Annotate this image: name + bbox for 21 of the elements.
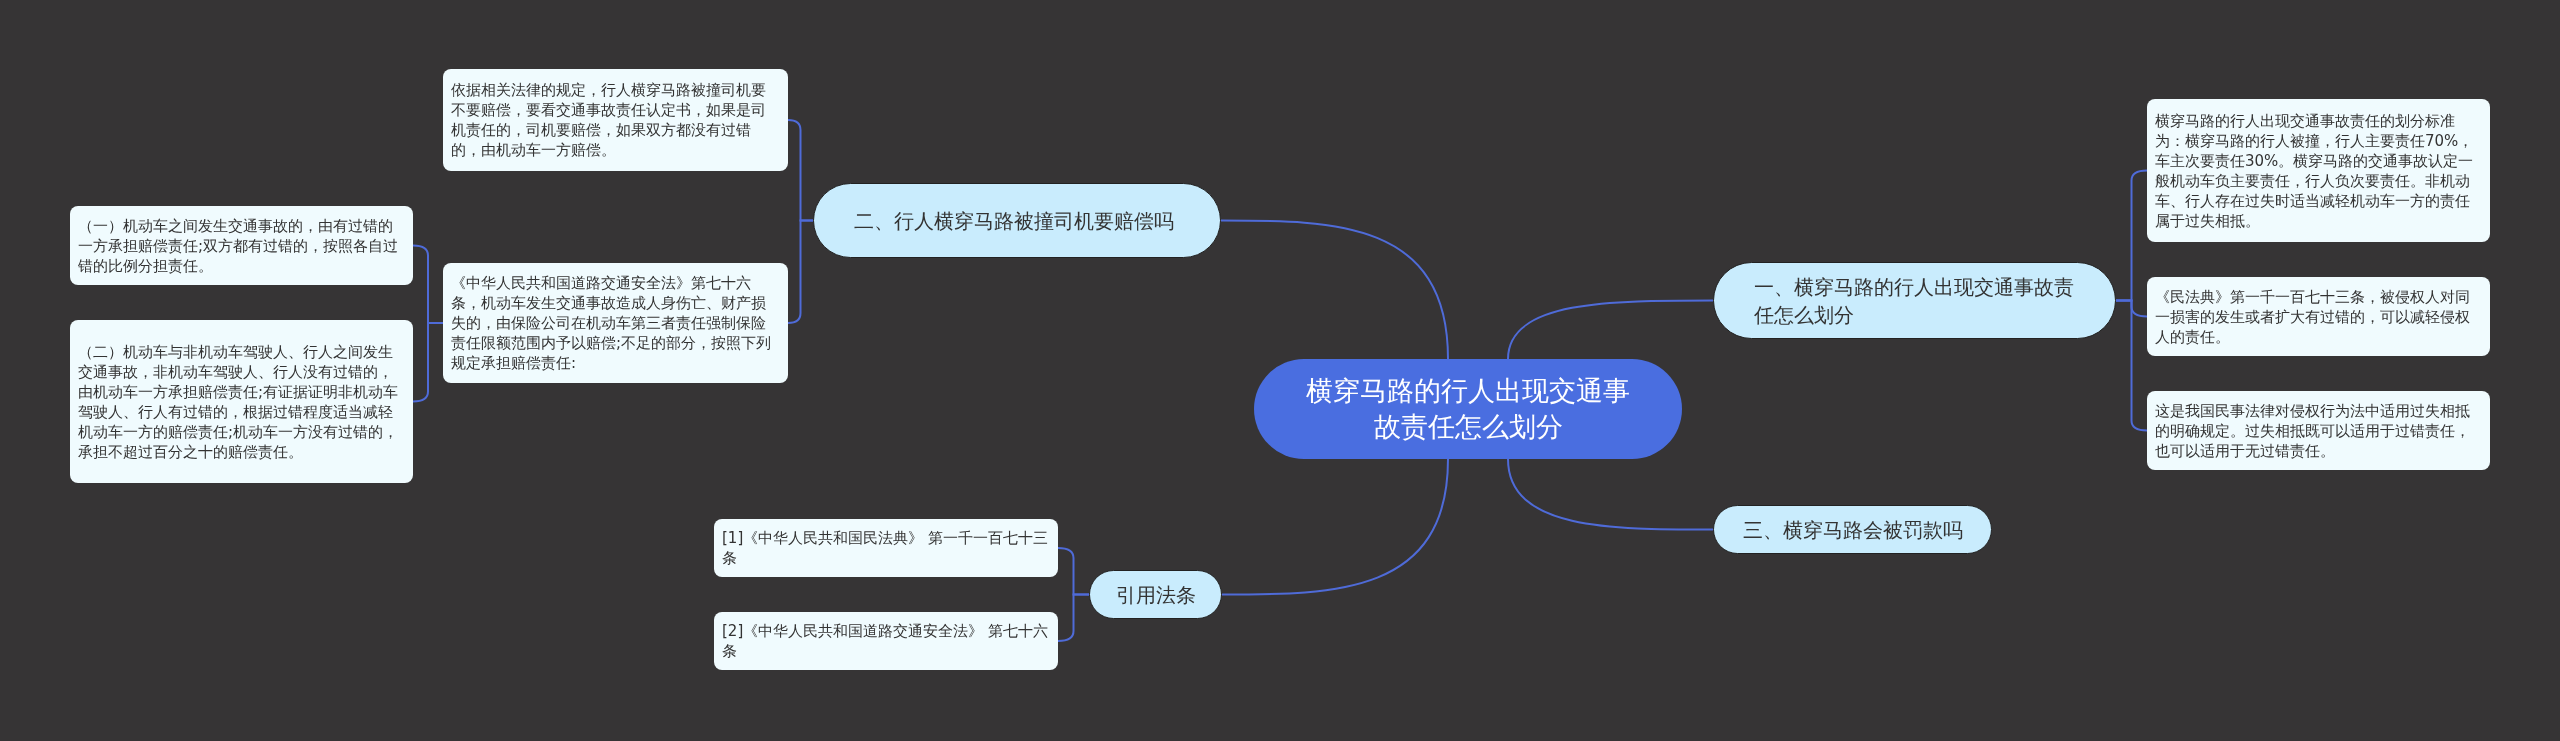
- note-box: 依据相关法律的规定，行人横穿马路被撞司机要不要赔偿，要看交通事故责任认定书，如果是司机责任的，司机要赔偿，如果双方都没有过错的，由机动车一方赔偿。: [443, 69, 788, 171]
- topic-box: 引用法条: [1089, 570, 1222, 619]
- topic-box: 三、横穿马路会被罚款吗: [1713, 505, 1992, 554]
- connector: [1057, 593, 1090, 642]
- connector: [412, 322, 444, 403]
- connector: [787, 219, 814, 324]
- note-box: （一）机动车之间发生交通事故的，由有过错的一方承担赔偿责任;双方都有过错的，按照各自过错的比例分担责任。: [70, 206, 413, 285]
- connector: [1507, 458, 1714, 531]
- note-box: 《中华人民共和国道路交通安全法》第七十六条，机动车发生交通事故造成人身伤亡、财产损失的，由保险公司在机动车第三者责任强制保险责任限额范围内予以赔偿;不足的部分，按照下列规定承担赔偿责任:: [443, 263, 788, 383]
- topic-box: 二、行人横穿马路被撞司机要赔偿吗: [813, 183, 1221, 258]
- connector: [1507, 299, 1714, 360]
- connector: [1221, 458, 1449, 596]
- note-box: （二）机动车与非机动车驾驶人、行人之间发生交通事故，非机动车驾驶人、行人没有过错的，由机动车一方承担赔偿责任;有证据证明非机动车驾驶人、行人有过错的，根据过错程度适当减轻机动车一方的赔偿责任;机动车一方没有过错的，承担不超过百分之十的赔偿责任。: [70, 320, 413, 483]
- connector: [1220, 219, 1449, 360]
- note-box: 这是我国民事法律对侵权行为法中适用过失相抵的明确规定。过失相抵既可以适用于过错责任，也可以适用于无过错责任。: [2147, 391, 2490, 470]
- topic-box: 一、横穿马路的行人出现交通事故责任怎么划分: [1713, 262, 2116, 339]
- note-box: [2]《中华人民共和国道路交通安全法》 第七十六条: [714, 612, 1058, 670]
- note-box: [1]《中华人民共和国民法典》 第一千一百七十三条: [714, 519, 1058, 577]
- note-box: 横穿马路的行人出现交通事故责任的划分标准为：横穿马路的行人被撞，行人主要责任70%，车主次要责任30%。横穿马路的交通事故认定一般机动车负主要责任，行人负次要责任。非机动车、行人存在过失时适当减轻机动车一方的责任属于过失相抵。: [2147, 99, 2490, 242]
- central-topic: 横穿马路的行人出现交通事故责任怎么划分: [1254, 359, 1682, 459]
- note-box: 《民法典》第一千一百七十三条，被侵权人对同一损害的发生或者扩大有过错的，可以减轻侵权人的责任。: [2147, 277, 2490, 356]
